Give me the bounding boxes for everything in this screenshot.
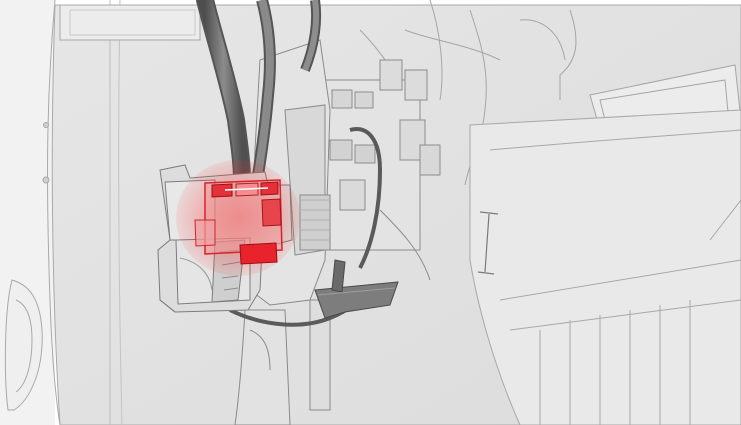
harness-clip [314,259,399,319]
lower-right-panel [469,109,741,425]
left-body-panel [0,0,61,425]
highlighted-locking-tab [176,160,300,276]
